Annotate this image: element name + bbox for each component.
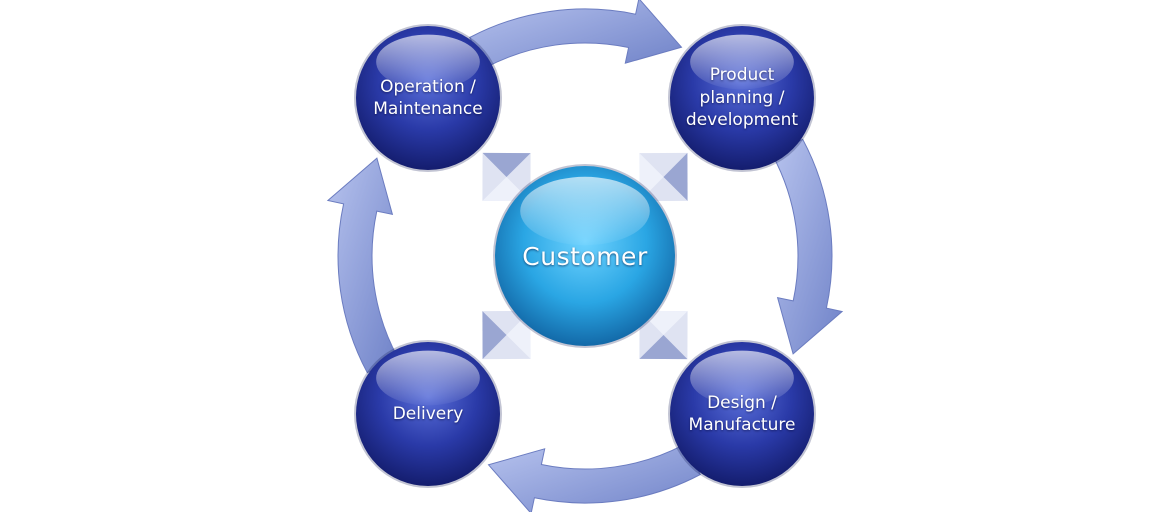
- sphere-gloss: [376, 34, 480, 90]
- connector-facet: [506, 310, 531, 359]
- sphere-gloss: [690, 350, 794, 406]
- cycle-arrow-delivery-to-operation-maintenance: [326, 157, 398, 374]
- connector-facet: [482, 311, 507, 360]
- connector-design-manufacture: [639, 310, 688, 360]
- connector-facet: [482, 152, 531, 177]
- connector-facet: [639, 153, 664, 202]
- sphere-product-planning-development: [668, 24, 816, 172]
- connector-product-planning-development: [639, 152, 688, 202]
- connector-facet: [639, 310, 688, 335]
- sphere-customer: [493, 164, 677, 348]
- connector-operation-maintenance: [482, 152, 531, 202]
- connector-delivery: [482, 310, 531, 360]
- connector-facet: [639, 335, 688, 360]
- sphere-delivery: [354, 340, 502, 488]
- spheres-layer: [354, 24, 816, 488]
- connector-facet: [663, 152, 688, 201]
- sphere-gloss: [690, 34, 794, 90]
- sphere-gloss: [520, 176, 650, 246]
- cycle-arrow-product-planning-development-to-design-manufacture: [772, 138, 844, 355]
- connectors-layer: [482, 152, 688, 360]
- sphere-operation-maintenance: [354, 24, 502, 172]
- connector-facet: [482, 177, 531, 202]
- cycle-arrow-design-manufacture-to-delivery: [487, 443, 701, 512]
- cycle-arrow-operation-maintenance-to-product-planning-development: [469, 0, 683, 69]
- sphere-gloss: [376, 350, 480, 406]
- sphere-design-manufacture: [668, 340, 816, 488]
- arrows-layer: [326, 0, 844, 512]
